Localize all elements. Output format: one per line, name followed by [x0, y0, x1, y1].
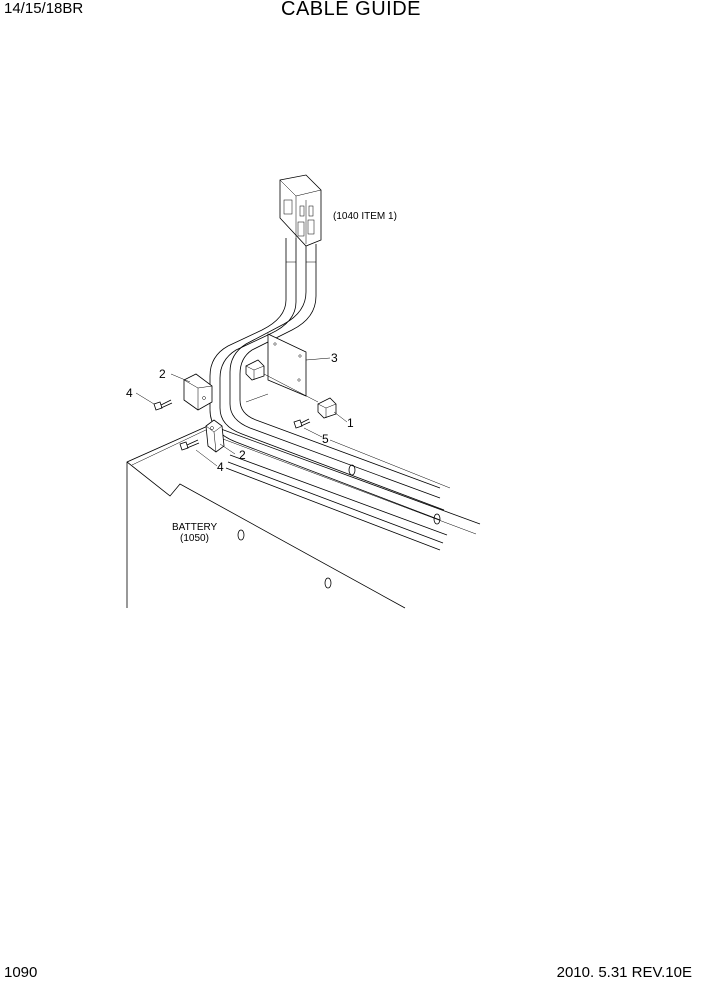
page-number: 1090 — [4, 964, 38, 981]
leader-lines — [135, 357, 348, 467]
battery-connector — [279, 174, 322, 247]
page-title: CABLE GUIDE — [281, 0, 421, 20]
battery-body — [126, 424, 481, 609]
part-3-plate — [245, 333, 319, 403]
part-1-clips — [245, 359, 337, 419]
battery-ref-label: (1050) — [180, 533, 209, 544]
model-code: 14/15/18BR — [4, 0, 84, 17]
connector-reference-label: (1040 ITEM 1) — [333, 211, 397, 222]
callout-4-lower: 4 — [217, 460, 224, 474]
callout-4-upper: 4 — [126, 386, 133, 400]
battery-label: BATTERY — [172, 522, 218, 533]
callout-5: 5 — [322, 432, 329, 446]
bolts — [153, 399, 311, 451]
callout-2-upper: 2 — [159, 367, 166, 381]
part-2-clamps — [183, 373, 225, 453]
cable-assembly — [209, 238, 445, 521]
revision-date: 2010. 5.31 REV.10E — [556, 964, 692, 981]
callout-2-lower: 2 — [239, 448, 246, 462]
callout-3: 3 — [331, 351, 338, 365]
callout-1: 1 — [347, 416, 354, 430]
